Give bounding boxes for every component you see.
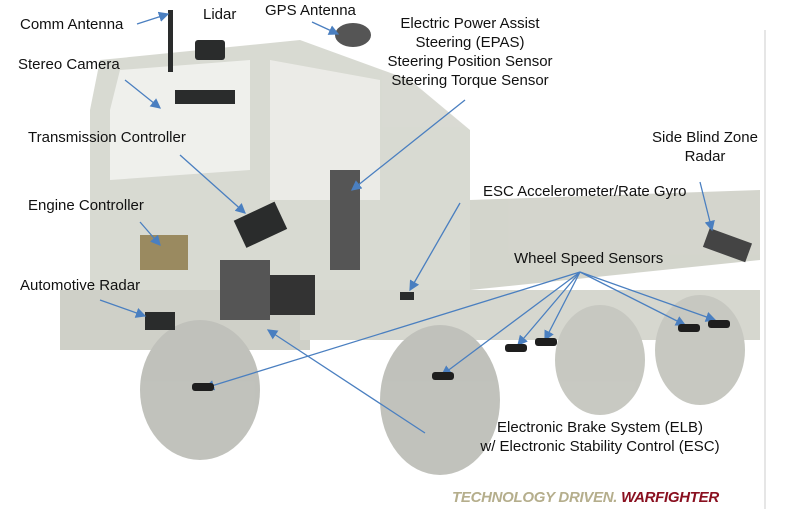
components [140, 10, 753, 330]
stereo-camera-part [175, 90, 235, 104]
gps-antenna-part [335, 23, 371, 47]
wheel-sensors [192, 320, 730, 391]
accelerometer-part [400, 292, 414, 300]
epas-line: Electric Power Assist [400, 15, 540, 32]
label-comm-antenna: Comm Antenna [20, 16, 124, 33]
label-esc-accelerometer: ESC Accelerometer/Rate Gyro [483, 183, 687, 200]
label-elb: Electronic Brake System (ELB) w/ Electro… [460, 418, 740, 456]
label-epas: Electric Power Assist Steering (EPAS) St… [380, 14, 560, 90]
label-gps-antenna: GPS Antenna [265, 2, 356, 19]
comm-antenna-part [168, 10, 173, 72]
esc-module-part [270, 275, 315, 315]
lidar-part [195, 40, 225, 60]
label-side-blind-zone: Side Blind Zone Radar [640, 128, 770, 166]
label-lidar: Lidar [203, 6, 237, 23]
transmission-controller-part [233, 201, 288, 248]
elb-line: w/ Electronic Stability Control (ESC) [480, 438, 720, 455]
label-automotive-radar: Automotive Radar [20, 277, 141, 294]
side-blind-line: Side Blind Zone [652, 129, 758, 146]
elb-line: Electronic Brake System (ELB) [497, 419, 703, 436]
label-wheel-speed-sensors: Wheel Speed Sensors [514, 250, 664, 267]
label-engine-controller: Engine Controller [28, 197, 144, 214]
epas-line: Steering Position Sensor [387, 53, 553, 70]
slogan-part2: WARFIGHTER FOCUSED. [452, 489, 719, 509]
label-transmission-controller: Transmission Controller [28, 129, 186, 146]
brake-module-part [220, 260, 270, 320]
side-blind-line: Radar [684, 148, 726, 165]
epas-line: Steering (EPAS) [415, 34, 525, 51]
engine-controller-part [140, 235, 188, 270]
automotive-radar-part [145, 312, 175, 330]
epas-line: Steering Torque Sensor [391, 72, 549, 89]
arrows [99, 11, 717, 434]
steering-part [330, 170, 360, 270]
label-stereo-camera: Stereo Camera [18, 56, 120, 73]
side-radar-part [702, 228, 753, 263]
slogan-part1: TECHNOLOGY DRIVEN. [452, 489, 618, 506]
footer-slogan: TECHNOLOGY DRIVEN. WARFIGHTER FOCUSED. [452, 489, 792, 509]
